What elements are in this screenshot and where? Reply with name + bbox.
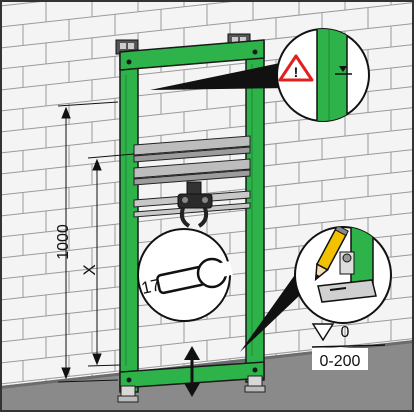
brick-mortar-line	[0, 1, 414, 49]
level-triangle	[311, 323, 335, 342]
floor-edge	[0, 340, 414, 389]
foot-left	[117, 385, 139, 403]
mount-hole	[252, 367, 258, 373]
mount-hole	[252, 49, 258, 55]
frame-left-post	[119, 49, 139, 393]
dimension-x-label: X	[80, 264, 99, 275]
mount-hole	[126, 377, 132, 383]
wrench-callout: 17	[137, 228, 233, 322]
dimension-1000-label: 1000	[55, 224, 72, 260]
pencil-icon	[314, 227, 349, 282]
pencil-marking-callout	[294, 226, 392, 324]
level-detail-callout: !	[276, 28, 370, 122]
water-connection-fitting	[177, 181, 213, 228]
frame-post-detail	[316, 29, 348, 121]
warning-glyph: !	[294, 64, 299, 80]
callout-pointer-top	[150, 62, 292, 90]
crossbar-middle	[133, 158, 251, 186]
mount-hole	[126, 59, 132, 65]
brick-mortar-line	[0, 169, 414, 217]
dimension-x	[87, 153, 135, 367]
floor-level-range-label: 0-200	[320, 353, 361, 370]
wrench-size-label: 17	[140, 275, 162, 298]
level-mark-triangle	[339, 66, 347, 72]
warning-icon: !	[278, 54, 314, 82]
foot-right	[244, 375, 266, 393]
frame-top-rail	[119, 39, 265, 71]
wrench-icon	[156, 257, 233, 295]
floor-level-zero-label: 0	[341, 324, 350, 341]
floor-level-indicator	[311, 323, 386, 370]
height-adjust-arrow	[184, 346, 200, 397]
dimension-1000	[57, 101, 119, 383]
crossbar-upper	[133, 135, 251, 163]
foot-plate	[317, 279, 377, 303]
